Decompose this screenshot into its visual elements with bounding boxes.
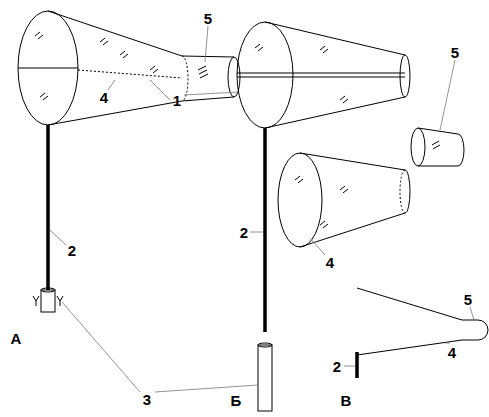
cone-edge (48, 11, 182, 56)
leader-line (205, 26, 208, 62)
hoop-end (400, 55, 410, 97)
callout-number: 4 (326, 255, 334, 270)
socket-rim (41, 288, 55, 292)
leader-line (108, 80, 115, 90)
clip-mark (33, 296, 63, 306)
callout-number: 2 (68, 243, 76, 258)
cup-body (418, 128, 464, 166)
hoop-bar (237, 73, 405, 74)
leader-line (62, 302, 140, 392)
leader-lines (50, 26, 474, 392)
cone-edge (265, 97, 405, 128)
callout-number: 2 (240, 225, 248, 240)
side-view (357, 288, 488, 378)
net-side (357, 288, 462, 320)
leader-line (155, 385, 258, 392)
figure-letter: Б (231, 393, 242, 408)
leader-line (184, 92, 238, 95)
leader-line (310, 238, 325, 255)
mesh-mark (432, 141, 440, 149)
handle (355, 352, 359, 378)
callout-number: 4 (100, 90, 108, 105)
hatch-mark (255, 44, 348, 228)
handle (263, 128, 267, 332)
handle-socket (41, 290, 55, 312)
callout-number: 1 (173, 93, 181, 108)
hoop-diameter (18, 68, 78, 69)
cone-edge (300, 153, 405, 170)
mesh-mark (198, 66, 208, 78)
leader-line (344, 366, 355, 367)
cone-end-hidden (400, 170, 405, 213)
leader-line (445, 343, 450, 344)
hoop-bar (237, 77, 405, 78)
cone-edge (300, 213, 405, 247)
leader-line (150, 80, 170, 100)
net-side (357, 340, 462, 355)
callout-number: 5 (451, 45, 459, 60)
cup-joint (182, 56, 188, 101)
callout-number: 3 (143, 392, 151, 407)
callout-number: 5 (464, 292, 472, 307)
hidden-axis (78, 70, 182, 78)
figure-letter: В (341, 393, 352, 408)
callout-number: 4 (448, 345, 456, 360)
handle (46, 125, 50, 290)
callout-number: 5 (204, 11, 212, 26)
leader-line (250, 232, 263, 233)
cup-end (411, 128, 425, 166)
callout-number: 2 (333, 359, 341, 374)
leader-line (50, 230, 66, 245)
hoop-ring (237, 22, 293, 128)
cone-end (405, 170, 410, 213)
hatch-mark (35, 32, 158, 100)
cone-edge (265, 22, 405, 55)
cone-rim (278, 153, 322, 247)
assembled-net (18, 11, 240, 312)
hoop-ring (18, 11, 78, 125)
leader-line (470, 307, 474, 320)
figure-letter: А (11, 331, 22, 346)
cup-body (182, 56, 234, 101)
cup-side (462, 320, 488, 340)
exploded-net (237, 22, 464, 411)
sleeve-rim (258, 343, 272, 347)
cone-edge (48, 101, 182, 125)
handle-sleeve (258, 345, 272, 411)
leader-line (440, 60, 455, 130)
